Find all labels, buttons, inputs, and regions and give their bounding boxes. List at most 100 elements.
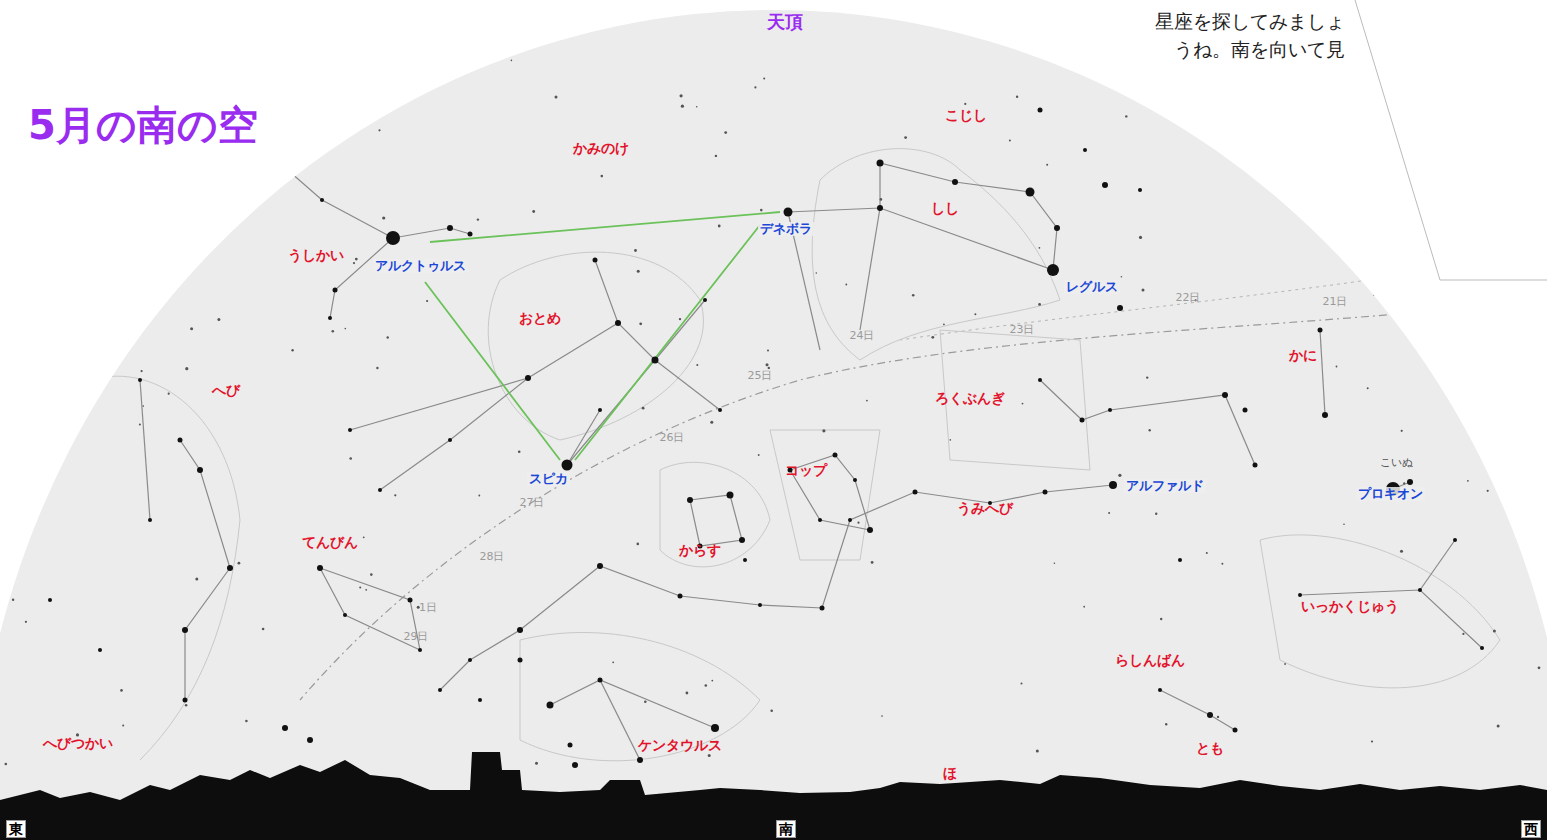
constellation-line <box>567 410 600 465</box>
faint-star <box>190 327 193 330</box>
faint-star <box>195 578 198 581</box>
star-dot <box>386 231 400 245</box>
zenith-label: 天頂 <box>767 12 803 33</box>
star-dot <box>1318 328 1323 333</box>
star-dot <box>227 565 233 571</box>
constellation-line <box>600 680 640 760</box>
star-dot <box>1298 593 1302 597</box>
faint-star <box>245 720 248 723</box>
faint-star <box>680 94 683 97</box>
faint-star <box>5 763 8 766</box>
faint-star <box>1125 115 1127 117</box>
constellation-line <box>880 163 1057 270</box>
star-dot <box>1138 188 1142 192</box>
faint-star <box>136 265 138 267</box>
faint-star <box>387 336 389 338</box>
star-dot <box>1038 108 1043 113</box>
faint-star <box>770 709 773 712</box>
star-dot <box>598 408 602 412</box>
date-label: 23日 <box>1010 324 1035 337</box>
star-dot <box>853 478 857 482</box>
star-name: アルファルド <box>1124 479 1206 494</box>
star-name: デネボラ <box>758 222 814 237</box>
date-label: 28日 <box>480 551 505 564</box>
constellation-line <box>788 208 1053 270</box>
star-dot <box>547 702 554 709</box>
faint-star <box>1170 88 1172 90</box>
figure-outline <box>770 430 880 560</box>
faint-star <box>904 136 907 139</box>
faint-star <box>866 400 868 402</box>
faint-star <box>345 328 347 330</box>
star-dot <box>1453 538 1457 542</box>
star-name: プロキオン <box>1356 487 1425 502</box>
faint-star <box>1531 527 1533 529</box>
star-dot <box>848 518 852 522</box>
constellation-name: おとめ <box>519 310 561 326</box>
faint-star <box>1217 716 1219 718</box>
star-dot <box>952 179 958 185</box>
star-dot <box>517 627 523 633</box>
faint-star <box>511 60 513 62</box>
star-dot <box>1108 408 1112 412</box>
star-dot <box>1109 481 1117 489</box>
faint-star <box>760 209 763 212</box>
faint-star <box>518 451 521 454</box>
faint-star <box>1022 403 1024 405</box>
faint-star <box>1462 633 1464 635</box>
date-label: 22日 <box>1176 292 1201 305</box>
star-dot <box>98 648 102 652</box>
star-dot <box>1038 378 1042 382</box>
faint-star <box>217 318 220 321</box>
faint-star <box>1046 164 1048 166</box>
faint-star <box>1283 171 1285 173</box>
faint-star <box>857 522 859 524</box>
faint-star <box>382 216 385 219</box>
note-text: 星座を探してみましょうね。南を向いて見 <box>1140 8 1345 63</box>
faint-star <box>1142 289 1145 292</box>
faint-star <box>696 106 698 108</box>
constellation-name: いっかくじゅう <box>1301 598 1399 614</box>
star-dot <box>867 527 873 533</box>
constellation-name: うみへび <box>957 500 1013 516</box>
star-dot <box>1080 418 1085 423</box>
star-dot <box>1407 479 1413 485</box>
faint-star <box>634 249 637 252</box>
faint-star <box>1403 482 1405 484</box>
faint-star <box>644 700 647 703</box>
figure-outline <box>90 376 240 760</box>
constellation-line <box>140 380 150 520</box>
faint-star <box>426 300 428 302</box>
faint-star <box>87 229 89 231</box>
date-label: 24日 <box>850 330 875 343</box>
constellation-name: かに <box>1289 347 1317 363</box>
constellation-name: うしかい <box>288 247 344 263</box>
constellation-name: しし <box>931 200 959 216</box>
faint-star <box>349 457 352 460</box>
star-dot <box>348 428 352 432</box>
faint-star <box>363 536 365 538</box>
faint-star <box>0 399 1 401</box>
star-dot <box>307 737 313 743</box>
star-dot <box>343 613 347 617</box>
star-dot <box>1222 392 1228 398</box>
faint-star <box>130 160 132 162</box>
star-dot <box>328 316 332 320</box>
faint-star <box>79 312 81 314</box>
faint-star <box>1039 247 1041 249</box>
faint-star <box>141 370 143 372</box>
faint-star <box>1497 724 1500 727</box>
faint-star <box>1484 420 1486 422</box>
faint-star <box>291 349 293 351</box>
star-dot <box>1102 182 1108 188</box>
faint-star <box>1108 512 1110 514</box>
star-dot <box>572 762 578 768</box>
star-dot <box>833 453 838 458</box>
faint-star <box>1373 294 1375 296</box>
star-dot <box>282 725 288 731</box>
constellation-name: こいぬ <box>1380 457 1413 470</box>
star-dot <box>288 170 292 174</box>
constellation-line <box>655 360 720 410</box>
star-dot <box>468 232 473 237</box>
star-dot <box>518 658 523 663</box>
